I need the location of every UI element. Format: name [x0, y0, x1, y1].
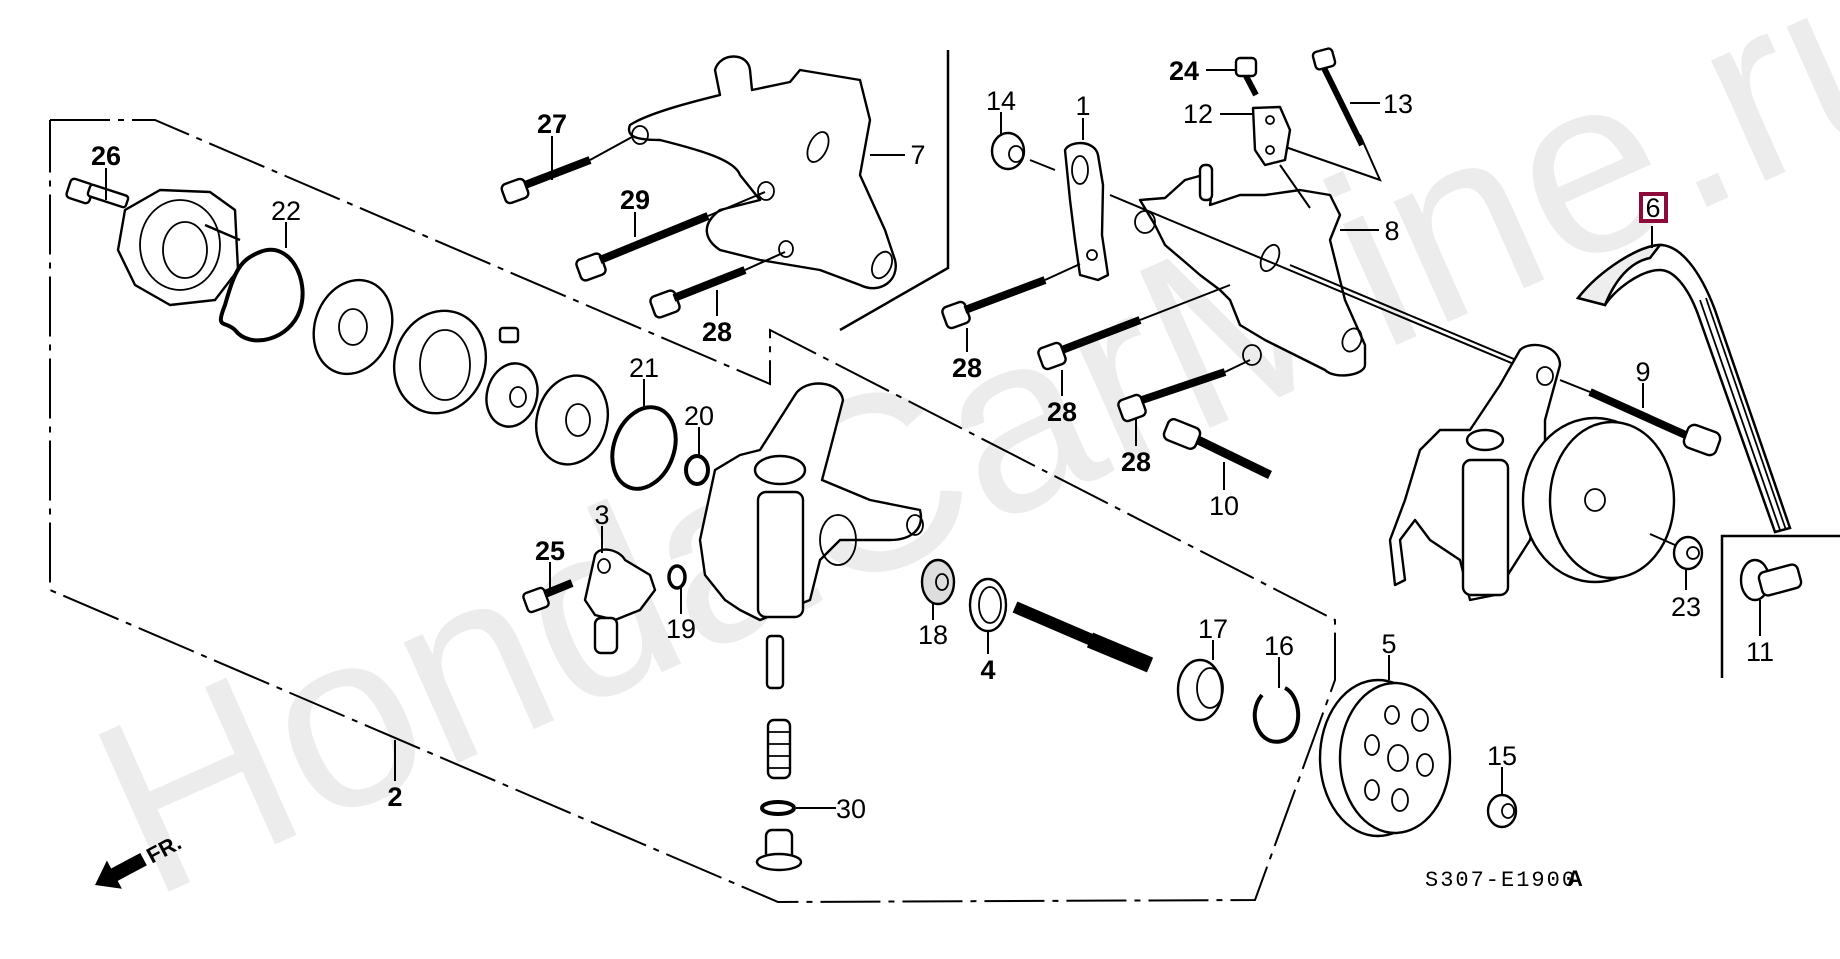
part-21-o-ring[interactable]: [601, 398, 686, 497]
part-vane[interactable]: [498, 326, 520, 344]
part-26-cover-bolt[interactable]: [65, 177, 130, 209]
part-relief-valve[interactable]: [765, 634, 785, 690]
part-pressure-plate[interactable]: [527, 367, 618, 472]
callout-22[interactable]: 22: [271, 196, 301, 226]
callout-23[interactable]: 23: [1671, 592, 1701, 622]
part-6-v-ribbed-belt[interactable]: [1575, 243, 1792, 534]
bracket-alignment-line: [1109, 194, 1541, 376]
part-spring[interactable]: [766, 718, 792, 780]
part-15-pulley-nut[interactable]: [1486, 793, 1518, 829]
diagram-code: S307-E1900 A: [1425, 866, 1583, 893]
part-25-bolt[interactable]: [522, 579, 574, 614]
part-28-bolt-a[interactable]: [649, 251, 786, 319]
part-7-pump-bracket[interactable]: [627, 55, 897, 290]
bracket-alignment-line-2: [1289, 264, 1541, 371]
bolt-11-frame: [1720, 534, 1840, 678]
callout-3[interactable]: 3: [594, 500, 609, 530]
callout-13[interactable]: 13: [1383, 89, 1413, 119]
callout-14[interactable]: 14: [986, 86, 1016, 116]
part-28-bolt-b[interactable]: [941, 263, 1081, 330]
callout-18[interactable]: 18: [918, 620, 948, 650]
part-30-sealing-washer[interactable]: [760, 800, 796, 816]
callout-leaders: [105, 69, 1761, 809]
part-cam-ring[interactable]: [380, 298, 500, 427]
callout-6[interactable]: 6: [1645, 193, 1660, 223]
part-10-pivot-bolt[interactable]: [1162, 417, 1272, 480]
part-12-stay-plate[interactable]: [1251, 105, 1311, 209]
callout-12[interactable]: 12: [1183, 99, 1213, 129]
stay-leader: [1273, 134, 1382, 182]
part-17-ball-bearing[interactable]: [1176, 658, 1224, 722]
callout-8[interactable]: 8: [1384, 216, 1399, 246]
diagram-code-text: S307-E1900: [1425, 868, 1577, 893]
part-rotor[interactable]: [480, 358, 545, 433]
callout-25[interactable]: 25: [535, 536, 565, 566]
callout-5[interactable]: 5: [1381, 629, 1396, 659]
callout-10[interactable]: 10: [1209, 491, 1239, 521]
callout-20[interactable]: 20: [684, 401, 714, 431]
part-8-pump-mounting-bracket[interactable]: [1134, 163, 1367, 377]
front-arrow-icon: [95, 852, 147, 889]
part-plug[interactable]: [755, 828, 803, 872]
callout-24[interactable]: 24: [1169, 56, 1199, 86]
callout-26[interactable]: 26: [91, 141, 121, 171]
part-28-bolt-d[interactable]: [1117, 359, 1251, 423]
part-9-adjusting-bolt[interactable]: [1559, 379, 1722, 457]
callout-labels: 26 22 27 7 29 28 14 1 24 12 13 8 6 28 28…: [91, 56, 1774, 824]
bracket-7-frame: [839, 50, 950, 332]
callout-28-d[interactable]: 28: [1121, 447, 1151, 477]
part-pump-body[interactable]: [698, 382, 924, 622]
part-pump-pulley-assembled[interactable]: [1521, 416, 1676, 584]
part-11-special-bolt[interactable]: [1739, 558, 1803, 602]
pump-assembly-boundary: [49, 119, 1336, 904]
part-22-gasket[interactable]: [218, 247, 305, 343]
part-pump-assembled[interactable]: [1388, 343, 1562, 602]
callout-28-c[interactable]: 28: [1047, 397, 1077, 427]
part-14-flange-nut[interactable]: [990, 131, 1056, 171]
part-23-flange-nut[interactable]: [1649, 533, 1704, 571]
callout-30[interactable]: 30: [836, 794, 866, 824]
callout-28-b[interactable]: 28: [952, 353, 982, 383]
part-27-bolt[interactable]: [500, 136, 633, 205]
callout-29[interactable]: 29: [620, 185, 650, 215]
callout-16[interactable]: 16: [1264, 631, 1294, 661]
callout-2[interactable]: 2: [387, 782, 402, 812]
part-28-bolt-c[interactable]: [1037, 284, 1231, 371]
callout-28-a[interactable]: 28: [702, 317, 732, 347]
part-18-needle-bearing[interactable]: [920, 558, 956, 606]
part-29-bolt[interactable]: [575, 191, 766, 282]
part-3-suction-joint[interactable]: [583, 548, 657, 655]
highlight-box-6-inner: [1643, 196, 1664, 219]
callout-1[interactable]: 1: [1075, 91, 1090, 121]
front-label: FR.: [142, 830, 185, 869]
part-shaft[interactable]: [1012, 601, 1154, 673]
front-direction-indicator: FR.: [95, 830, 185, 889]
callout-11[interactable]: 11: [1746, 637, 1774, 667]
part-pump-cover[interactable]: [116, 188, 241, 307]
callout-7[interactable]: 7: [910, 140, 925, 170]
part-16-snap-ring[interactable]: [1252, 686, 1301, 744]
part-19-o-ring[interactable]: [667, 564, 687, 590]
callout-17[interactable]: 17: [1198, 614, 1228, 644]
callout-4[interactable]: 4: [980, 655, 995, 685]
part-24-bolt[interactable]: [1234, 56, 1259, 97]
part-20-o-ring[interactable]: [684, 454, 710, 486]
part-4-oil-seal[interactable]: [968, 577, 1008, 633]
callout-19[interactable]: 19: [666, 614, 696, 644]
callout-27[interactable]: 27: [537, 109, 567, 139]
part-1-bracket-link[interactable]: [1063, 141, 1110, 282]
callout-21[interactable]: 21: [629, 353, 659, 383]
callout-15[interactable]: 15: [1487, 741, 1517, 771]
part-13-long-bolt[interactable]: [1311, 47, 1365, 147]
part-side-plate[interactable]: [301, 269, 405, 385]
callout-9[interactable]: 9: [1635, 357, 1650, 387]
part-5-pump-pulley[interactable]: [1318, 678, 1452, 838]
diagram-code-suffix: A: [1567, 866, 1583, 891]
